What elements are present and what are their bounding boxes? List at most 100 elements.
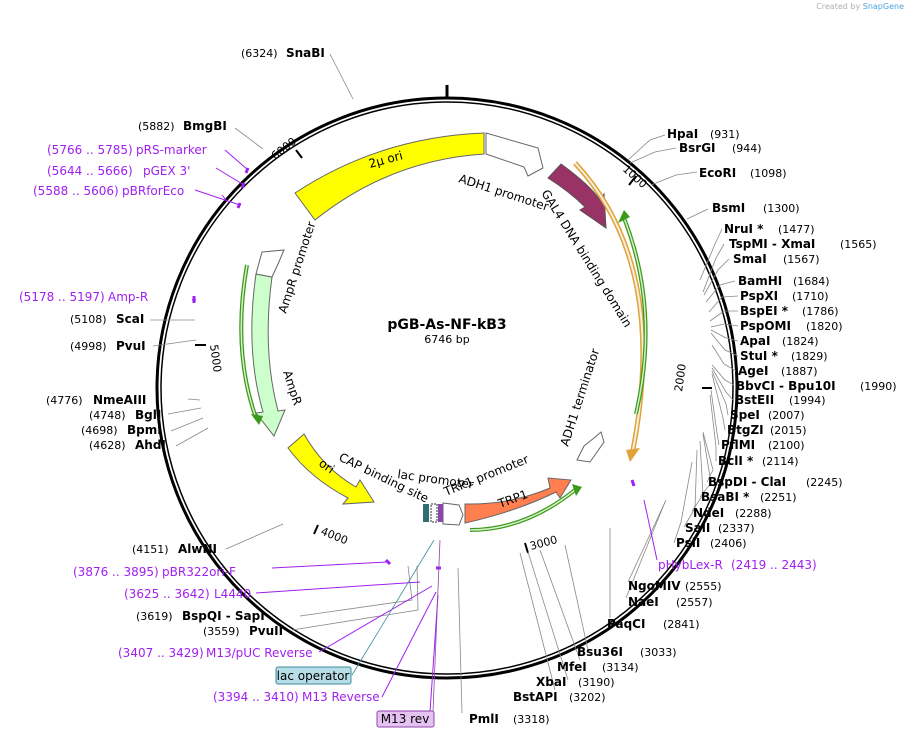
- primer-phyblex-r[interactable]: pHybLex-R(2419 .. 2443): [658, 558, 817, 572]
- primer-m13-puc-reverse[interactable]: (3407 .. 3429)M13/pUC Reverse: [118, 646, 313, 660]
- site-spei[interactable]: SpeI(2007): [730, 408, 805, 422]
- site-bmgbi[interactable]: (5882)BmgBI: [138, 119, 227, 133]
- site-pmli[interactable]: PmlI(3318): [469, 712, 550, 726]
- site-pvuii[interactable]: (3559)PvuII: [203, 624, 283, 638]
- site-scai[interactable]: (5108)ScaI: [70, 312, 144, 326]
- svg-text:(4151): (4151): [132, 543, 169, 556]
- svg-text:ApaI: ApaI: [740, 334, 770, 348]
- svg-text:BspQI - SapI: BspQI - SapI: [182, 609, 265, 623]
- site-bspei[interactable]: BspEI *(1786): [740, 304, 839, 318]
- site-bbvci-bpu10i[interactable]: BbvCI - Bpu10I(1990): [736, 379, 897, 393]
- site-bcli[interactable]: BclI *(2114): [718, 454, 799, 468]
- site-pflmi[interactable]: PflMI(2100): [721, 438, 805, 452]
- site-sali[interactable]: SalI(2337): [685, 521, 755, 535]
- credit-brand: SnapGene: [862, 2, 904, 11]
- svg-text:pHybLex-R: pHybLex-R: [658, 558, 723, 572]
- svg-text:BspEI *: BspEI *: [740, 304, 789, 318]
- svg-text:(1820): (1820): [806, 320, 843, 333]
- site-bspqi-sapi[interactable]: (3619)BspQI - SapI: [136, 609, 265, 623]
- feature-lac-operator[interactable]: [430, 503, 438, 523]
- svg-text:NruI *: NruI *: [724, 222, 764, 236]
- lac-operator-box[interactable]: lac operator: [275, 666, 352, 685]
- site-smai[interactable]: SmaI(1567): [733, 252, 820, 266]
- svg-text:(1994): (1994): [789, 394, 826, 407]
- site-bstapi[interactable]: BstAPI(3202): [513, 690, 606, 704]
- orf-ampr-inner: [240, 264, 257, 419]
- site-apai[interactable]: ApaI(1824): [740, 334, 819, 348]
- site-psii[interactable]: PsiI(2406): [676, 536, 747, 550]
- site-ngomiv[interactable]: NgoMIV(2555): [628, 579, 722, 593]
- primer-pbr322ori-f[interactable]: (3876 .. 3895)pBR322ori-F: [73, 565, 236, 579]
- svg-text:(2100): (2100): [768, 439, 805, 452]
- primer-amp-r[interactable]: (5178 .. 5197)Amp-R: [19, 290, 148, 304]
- site-nrui[interactable]: NruI *(1477): [724, 222, 815, 236]
- feature-2mu-ori[interactable]: [294, 132, 485, 221]
- site-bsmi[interactable]: BsmI(1300): [712, 201, 800, 215]
- site-naei[interactable]: NaeI(2557): [628, 595, 713, 609]
- svg-text:(2557): (2557): [676, 596, 713, 609]
- primer-lines: [192, 149, 658, 713]
- leader-lines-left: [150, 53, 419, 631]
- primer-m13-reverse[interactable]: (3394 .. 3410)M13 Reverse: [213, 690, 380, 704]
- site-xbai[interactable]: XbaI(3190): [536, 675, 615, 689]
- svg-text:5000: 5000: [207, 344, 224, 374]
- site-bsabi[interactable]: BsaBI *(2251): [701, 490, 797, 504]
- tick-2000: 2000: [672, 363, 712, 393]
- site-nmeaiii[interactable]: (4776)NmeAIII: [46, 393, 146, 407]
- feature-gal4-dbd[interactable]: [547, 163, 607, 229]
- site-pvui[interactable]: (4998)PvuI: [70, 339, 146, 353]
- primer-ticks: [192, 167, 636, 570]
- site-pspxi[interactable]: PspXI(1710): [740, 289, 829, 303]
- feature-lac-promoter[interactable]: [442, 502, 464, 526]
- site-bsu36i[interactable]: Bsu36I(3033): [577, 645, 677, 659]
- plasmid-name: pGB-As-NF-kB3: [387, 317, 506, 333]
- site-btgzi[interactable]: BtgZI(2015): [727, 423, 807, 437]
- site-bgli[interactable]: (4748)BglI: [89, 408, 161, 422]
- site-alwni[interactable]: (4151) AlwNI: [132, 542, 217, 556]
- feature-trp1[interactable]: [464, 477, 572, 524]
- primer-pbrforeco[interactable]: (5588 .. 5606)pBRforEco: [33, 184, 184, 198]
- primer-prs-marker[interactable]: (5766 .. 5785)pRS-marker: [47, 143, 207, 157]
- svg-text:NgoMIV: NgoMIV: [628, 579, 681, 593]
- label-adh1-terminator: ADH1 terminator: [558, 347, 603, 448]
- primer-pgex-3[interactable]: (5644 .. 5666)pGEX 3': [47, 164, 190, 178]
- feature-m13-rev-site[interactable]: [438, 504, 443, 522]
- svg-text:PspXI: PspXI: [740, 289, 778, 303]
- site-bsteii[interactable]: BstEII(1994): [735, 393, 826, 407]
- svg-text:2000: 2000: [672, 363, 689, 393]
- leader-lines-right: [457, 134, 739, 714]
- feature-ori[interactable]: [287, 433, 375, 505]
- feature-ampr[interactable]: [251, 273, 286, 437]
- svg-text:BsaBI *: BsaBI *: [701, 490, 750, 504]
- svg-text:BtgZI: BtgZI: [727, 423, 764, 437]
- svg-text:(4748): (4748): [89, 409, 126, 422]
- feature-adh1-terminator[interactable]: [576, 431, 605, 463]
- feature-cap-site[interactable]: [423, 504, 429, 522]
- svg-text:(3318): (3318): [513, 713, 550, 726]
- site-mfei[interactable]: MfeI(3134): [557, 660, 639, 674]
- site-ahdi[interactable]: (4628)AhdI: [89, 438, 166, 452]
- site-bspdi-clai[interactable]: BspDI - ClaI(2245): [708, 475, 843, 489]
- site-paqci[interactable]: PaqCI(2841): [607, 617, 700, 631]
- primer-l4440[interactable]: (3625 .. 3642)L4440: [124, 587, 251, 601]
- svg-text:(5588 .. 5606): (5588 .. 5606): [33, 184, 119, 198]
- site-agei[interactable]: AgeI(1887): [738, 364, 818, 378]
- site-bamhi[interactable]: BamHI(1684): [738, 274, 830, 288]
- feature-adh1-promoter[interactable]: [485, 132, 544, 177]
- site-tspmi-xmai[interactable]: TspMI - XmaI(1565): [729, 237, 877, 251]
- site-ndei[interactable]: NdeI(2288): [693, 506, 772, 520]
- site-bsrgi[interactable]: BsrGI(944): [679, 141, 762, 155]
- svg-text:(3190): (3190): [578, 676, 615, 689]
- svg-text:(4628): (4628): [89, 439, 126, 452]
- feature-ampr-promoter[interactable]: [255, 249, 285, 278]
- site-bpmi[interactable]: (4698)BpmI: [81, 423, 162, 437]
- site-snabi[interactable]: (6324)SnaBI: [241, 46, 325, 60]
- site-stui[interactable]: StuI *(1829): [740, 349, 828, 363]
- m13-rev-box[interactable]: M13 rev: [376, 710, 435, 728]
- site-pspomi[interactable]: PspOMI(1820): [740, 319, 843, 333]
- svg-text:AlwNI: AlwNI: [178, 542, 217, 556]
- site-ecori[interactable]: EcoRI(1098): [699, 166, 787, 180]
- site-hpai[interactable]: HpaI(931): [667, 127, 740, 141]
- svg-text:(1565): (1565): [840, 238, 877, 251]
